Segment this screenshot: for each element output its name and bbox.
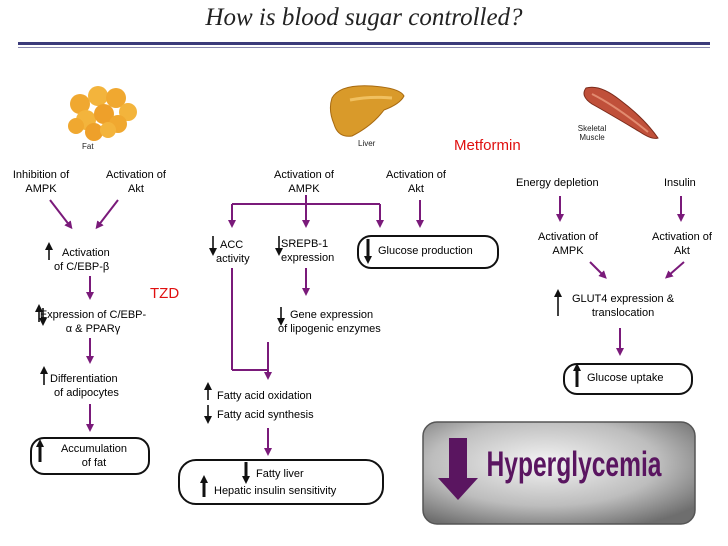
glut4-expression: GLUT4 expression &translocation xyxy=(571,293,675,319)
muscle-icon xyxy=(583,86,659,139)
glucose-production-box xyxy=(357,235,499,269)
fatty-liver-box xyxy=(178,459,384,505)
liver-label: Liver xyxy=(358,139,376,148)
fatty-acid-oxidation: Fatty acid oxidation xyxy=(217,390,312,402)
insulin: Insulin xyxy=(664,177,696,189)
hyperglycemia-label: Hyperglycemia xyxy=(487,445,663,484)
hyperglycemia-down-arrow-icon xyxy=(438,438,478,500)
fatty-acid-synthesis: Fatty acid synthesis xyxy=(217,409,314,421)
accumulation-fat-box xyxy=(30,437,150,475)
page-title: How is blood sugar controlled? xyxy=(205,4,523,31)
fat-cells-icon xyxy=(68,86,137,141)
title-rule xyxy=(18,42,710,45)
fat-label: Fat xyxy=(82,142,94,151)
glucose-uptake: Glucose uptake xyxy=(587,372,664,384)
metformin-label: Metformin xyxy=(454,137,521,154)
liver-icon xyxy=(329,85,405,137)
expression-cebp-ppar: Expression of C/EBP-α & PPARγ xyxy=(39,309,147,335)
glucose-uptake-box xyxy=(563,363,693,395)
fatty-liver: Fatty liver xyxy=(256,468,304,480)
energy-depletion: Energy depletion xyxy=(516,177,599,189)
tzd-label: TZD xyxy=(150,285,180,302)
hepatic-insulin-sensitivity: Hepatic insulin sensitivity xyxy=(214,485,337,497)
glucose-production: Glucose production xyxy=(378,245,473,257)
title-rule-thin xyxy=(18,47,710,48)
